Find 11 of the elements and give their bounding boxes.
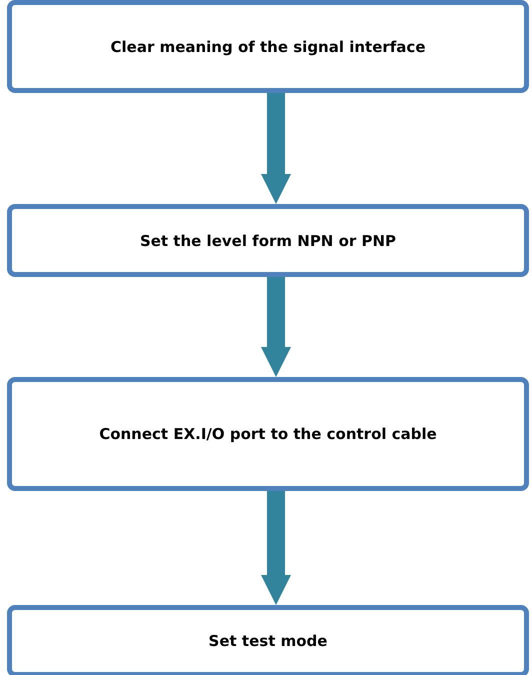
arrow bbox=[261, 277, 291, 377]
box-text: Set the level form NPN or PNP bbox=[140, 232, 396, 250]
arrow bbox=[261, 93, 291, 204]
process-box bbox=[7, 204, 529, 277]
box-text: Connect EX.I/O port to the control cable bbox=[99, 425, 437, 443]
process-box bbox=[7, 0, 529, 93]
arrow bbox=[261, 491, 291, 605]
process-box bbox=[7, 605, 529, 675]
box-text: Clear meaning of the signal interface bbox=[110, 38, 426, 56]
box-text: Set test mode bbox=[208, 632, 328, 650]
process-box bbox=[7, 377, 529, 491]
